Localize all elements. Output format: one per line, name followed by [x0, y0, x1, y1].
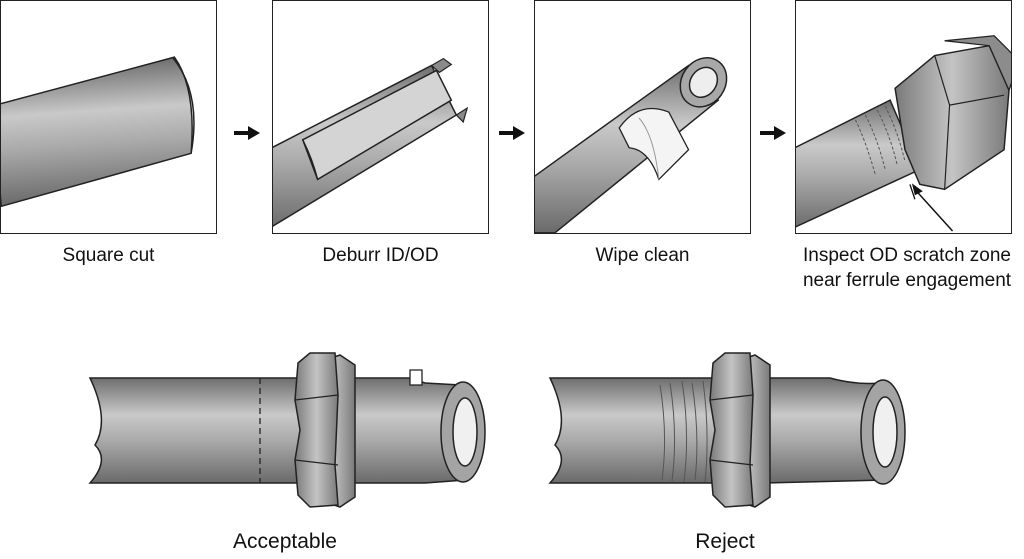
reject-fitting-illustration: [548, 352, 906, 508]
inspect-fitting-illustration: [796, 35, 1011, 232]
step-panel-deburr: [272, 0, 489, 234]
deburr-tube-illustration: [273, 57, 469, 227]
step-label-square-cut: Square cut: [62, 245, 155, 266]
outcome-label-reject: Reject: [695, 530, 755, 553]
arrow-icon: [760, 126, 786, 140]
outcome-label-acceptable: Acceptable: [233, 530, 337, 553]
wipe-clean-tube-illustration: [535, 57, 728, 233]
acceptable-fitting-illustration: [88, 352, 486, 508]
step-panel-wipe-clean: [534, 0, 751, 234]
step-label-wipe-clean: Wipe clean: [595, 245, 690, 266]
arrow-icon: [234, 126, 260, 140]
step-label-deburr: Deburr ID/OD: [322, 245, 439, 266]
square-cut-tube-illustration: [1, 56, 195, 208]
step-panel-square-cut: [0, 0, 217, 234]
arrow-icon: [499, 126, 525, 140]
step-panel-inspect: [795, 0, 1012, 234]
step-label-inspect: Inspect OD scratch zone near ferrule eng…: [802, 245, 1012, 291]
